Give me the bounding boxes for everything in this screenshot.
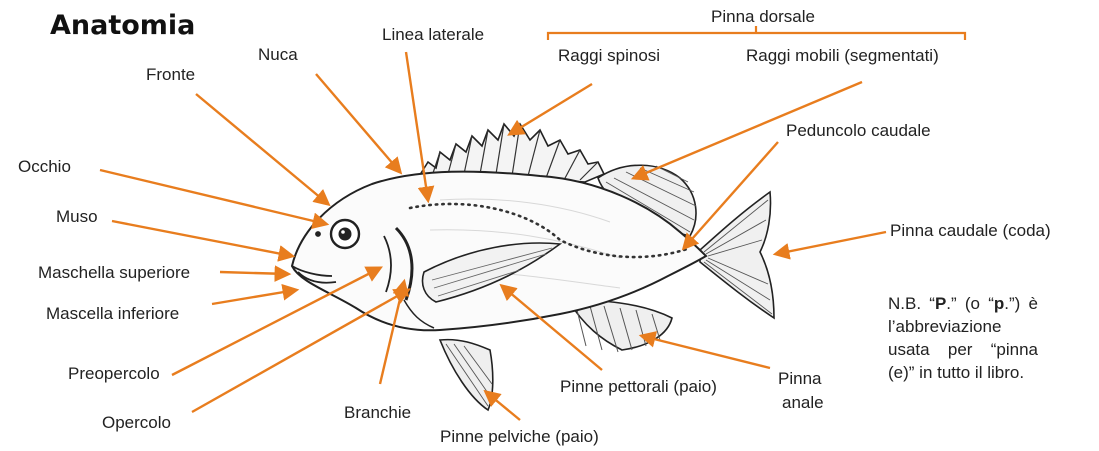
- label-occhio: Occhio: [18, 158, 71, 175]
- label-nuca: Nuca: [258, 46, 298, 63]
- label-linea-laterale: Linea laterale: [382, 26, 484, 43]
- pointer-pinne-pelviche: [486, 392, 520, 420]
- label-fronte: Fronte: [146, 66, 195, 83]
- label-pinna-dorsale: Pinna dorsale: [711, 8, 815, 25]
- eye-icon: [331, 220, 359, 248]
- caudal-fin: [700, 192, 774, 318]
- label-preopercolo: Preopercolo: [68, 365, 160, 382]
- label-opercolo: Opercolo: [102, 414, 171, 431]
- label-pinna-caudale: Pinna caudale (coda): [890, 222, 1051, 239]
- pointer-preopercolo: [172, 268, 380, 375]
- pointer-fronte: [196, 94, 328, 204]
- label-muso: Muso: [56, 208, 98, 225]
- dorsal-fin-bracket: [548, 26, 965, 40]
- label-peduncolo-caudale: Peduncolo caudale: [786, 122, 931, 139]
- pointer-pinna-anale: [642, 336, 770, 368]
- label-mascella-inferiore: Mascella inferiore: [46, 305, 179, 322]
- label-pinna-anale-1: Pinna: [778, 370, 821, 387]
- pointer-pinna-caudale: [776, 232, 886, 254]
- pointer-occhio: [100, 170, 326, 224]
- pelvic-fin: [440, 340, 493, 410]
- label-pinna-anale-2: anale: [782, 394, 824, 411]
- pointer-muso: [112, 221, 292, 256]
- note-prefix: N.B. “: [888, 294, 935, 313]
- abbreviation-note: N.B. “P.” (o “p.”) è l’abbreviazione usa…: [888, 292, 1038, 384]
- label-branchie: Branchie: [344, 404, 411, 421]
- pointer-raggi-spinosi: [510, 84, 592, 134]
- note-abbr-lower: p: [994, 294, 1004, 313]
- pointer-mascella-inf: [212, 290, 296, 304]
- label-raggi-mobili: Raggi mobili (segmentati): [746, 47, 939, 64]
- label-mascella-superiore: Maschella superiore: [38, 264, 190, 281]
- page-title: Anatomia: [50, 10, 195, 41]
- label-raggi-spinosi: Raggi spinosi: [558, 47, 660, 64]
- pointer-nuca: [316, 74, 400, 172]
- note-mid: .” (o “: [946, 294, 994, 313]
- note-abbr-upper: P: [935, 294, 946, 313]
- label-pinne-pettorali: Pinne pettorali (paio): [560, 378, 717, 395]
- label-pinne-pelviche: Pinne pelviche (paio): [440, 428, 599, 445]
- pointer-mascella-sup: [220, 272, 288, 274]
